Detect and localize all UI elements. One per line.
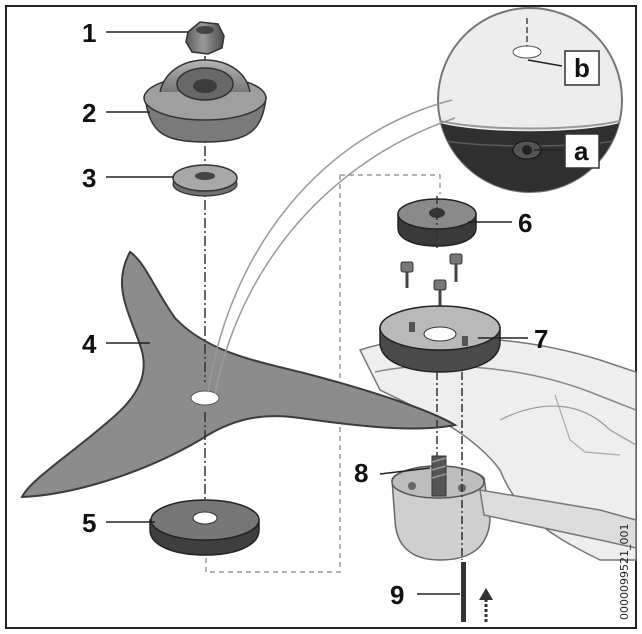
blade [20, 250, 458, 499]
drive-shaft [431, 455, 447, 497]
thrust-washer [172, 164, 238, 197]
label-part-2: 2 [82, 98, 96, 128]
disc [149, 499, 260, 556]
gear-head [391, 465, 637, 561]
label-part-4: 4 [82, 329, 97, 359]
locking-pin [461, 562, 466, 622]
cap [143, 59, 267, 143]
screws [400, 253, 463, 306]
magnifier-leader-1 [207, 99, 453, 393]
label-detail-a: a [574, 136, 589, 166]
label-part-6: 6 [518, 208, 532, 238]
label-part-5: 5 [82, 508, 96, 538]
document-code: 0000099521_001 [618, 524, 631, 620]
arrow-up-icon [479, 588, 493, 622]
letter-box-b [564, 50, 600, 86]
magnifier-leader-2 [214, 117, 456, 395]
right-axis [436, 196, 463, 560]
label-part-9: 9 [390, 580, 404, 610]
label-part-3: 3 [82, 163, 96, 193]
callout-lines [106, 31, 563, 595]
label-part-7: 7 [534, 324, 548, 354]
blade-hole [190, 390, 220, 406]
label-part-1: 1 [82, 18, 96, 48]
letter-box-a [564, 133, 600, 169]
label-part-8: 8 [354, 458, 368, 488]
nut [185, 21, 225, 55]
mounting-plate [379, 305, 501, 373]
label-detail-b: b [574, 53, 590, 83]
thrust-plate [397, 198, 477, 247]
